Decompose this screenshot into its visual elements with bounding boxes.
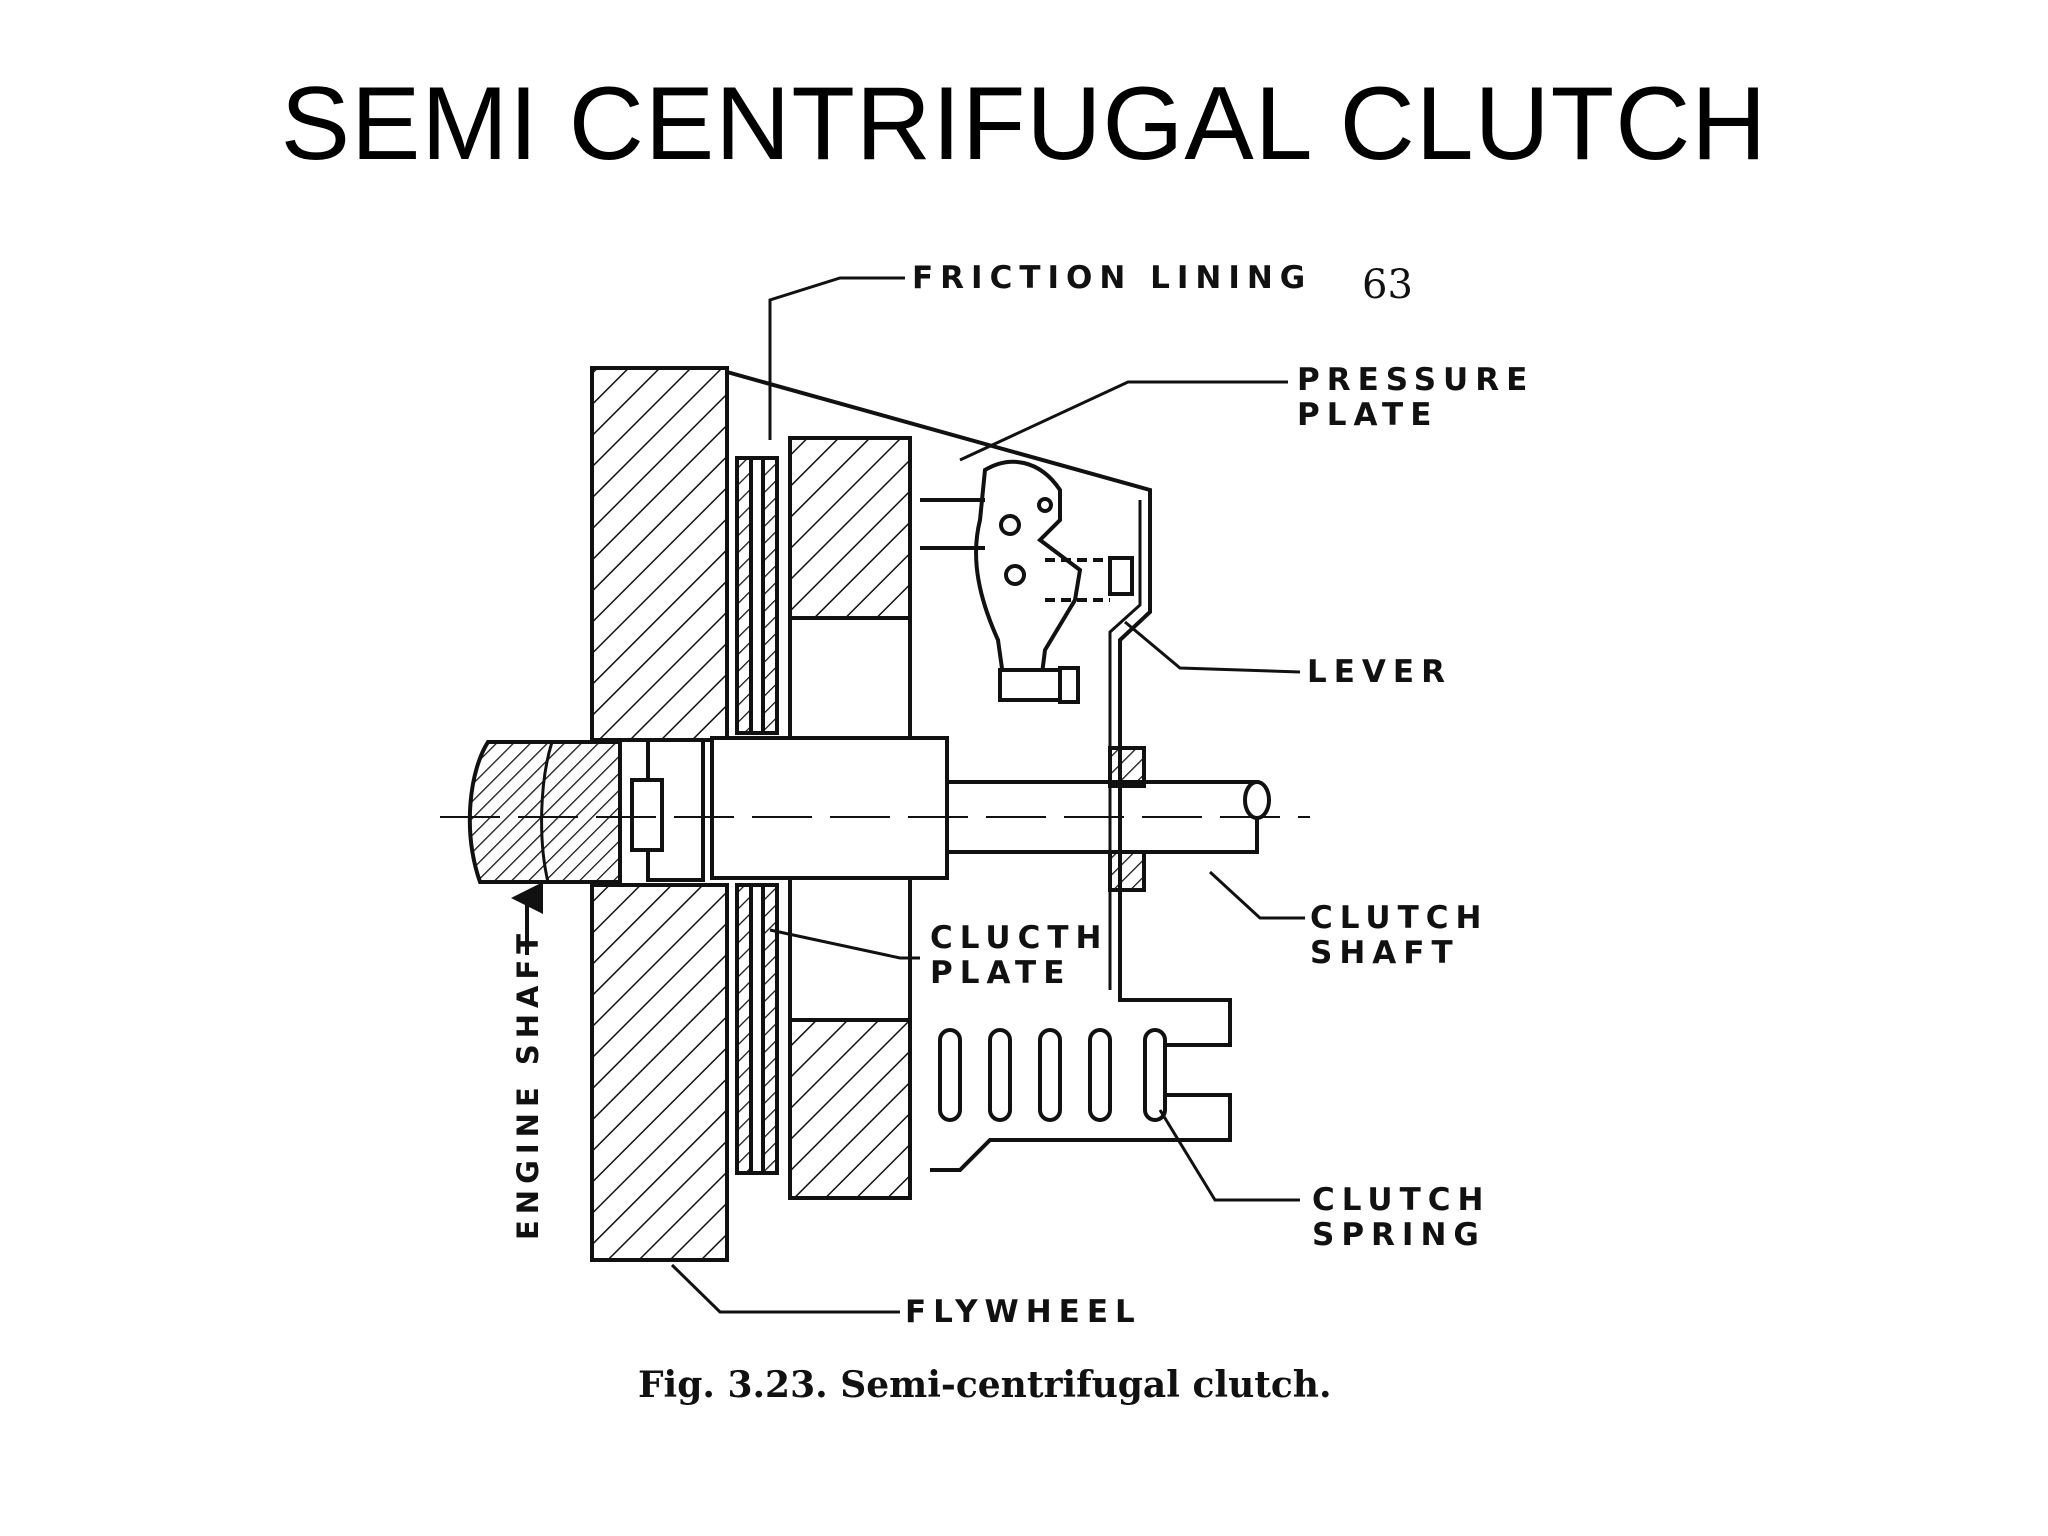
figure-caption: Fig. 3.23. Semi-centrifugal clutch. (638, 1364, 1332, 1406)
label-engine-shaft: ENGINE SHAFT (511, 928, 545, 1240)
clutch-springs (938, 1028, 1167, 1122)
leader-lever (1124, 620, 1301, 674)
leader-clutch-plate (769, 928, 920, 960)
leader-clutch-shaft (1208, 870, 1305, 920)
friction-lining-upper-left (735, 456, 753, 735)
clutch-hub (710, 736, 949, 880)
label-flywheel: FLYWHEEL (905, 1294, 1142, 1330)
label-clutch-plate: PLATE (930, 955, 1071, 991)
label-clucth: CLUCTH (930, 920, 1108, 956)
label-lever: LEVER (1307, 654, 1452, 690)
page-number: 63 (1362, 262, 1413, 308)
leader-pressure-plate (959, 380, 1288, 462)
label-clutch-spring-2: SPRING (1312, 1217, 1486, 1253)
flywheel-upper (590, 366, 729, 742)
label-plate: PLATE (1297, 397, 1438, 433)
friction-lining-upper-right (761, 456, 779, 735)
friction-lining-lower-left (735, 883, 753, 1175)
leader-clutch-spring (1158, 1109, 1300, 1202)
friction-lining-lower-right (761, 883, 779, 1175)
engine-shaft (467, 740, 622, 884)
pressure-plate-upper (788, 436, 912, 620)
flywheel-lower (590, 883, 729, 1262)
pressure-plate-lower (788, 1018, 912, 1200)
slide-title: SEMI CENTRIFUGAL CLUTCH (280, 66, 1768, 182)
cover-plate (930, 490, 1232, 1172)
leader-friction-lining (768, 276, 905, 440)
label-clutch-shaft-2: SHAFT (1310, 935, 1460, 971)
lever (974, 459, 1083, 692)
label-clutch-spring-1: CLUTCH (1312, 1182, 1490, 1218)
leader-flywheel (670, 1263, 900, 1314)
label-pressure: PRESSURE (1297, 362, 1534, 398)
label-friction-lining: FRICTION LINING (912, 260, 1312, 296)
label-clutch-shaft-1: CLUTCH (1310, 900, 1488, 936)
